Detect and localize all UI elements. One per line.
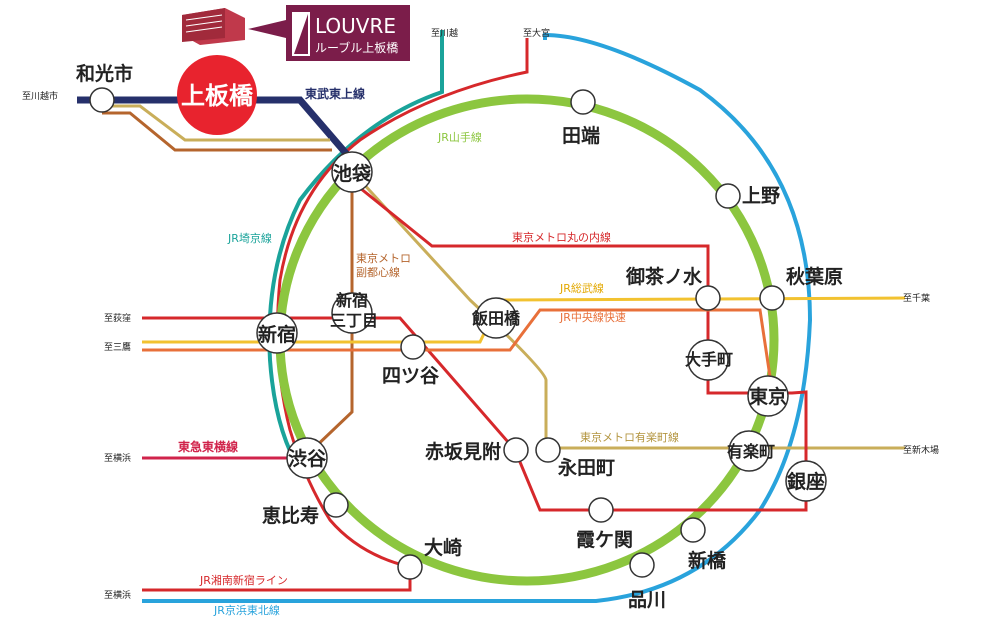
station-dot-shinagawa[interactable] xyxy=(629,552,655,578)
logo-subtitle: ルーブル上板橋 xyxy=(315,40,398,55)
station-dot-osaki[interactable] xyxy=(397,554,423,580)
label-tokyo: 東京 xyxy=(749,385,787,408)
kamiitabashi-highlight[interactable] xyxy=(177,55,257,135)
station-dot-shinjuku-sanchome[interactable] xyxy=(331,292,373,334)
yurakucho-line xyxy=(358,178,905,450)
yurakucho-upper xyxy=(102,104,330,142)
label-fukutoshin-1: 東京メトロ xyxy=(356,251,411,265)
label-osaki: 大崎 xyxy=(424,536,462,559)
saikyo-line xyxy=(267,30,444,472)
station-dot-yurakucho[interactable] xyxy=(728,430,770,472)
label-shibuya: 渋谷 xyxy=(288,447,327,470)
dest-ogikubo: 至荻窪 xyxy=(104,312,131,324)
label-marunouchi: 東京メトロ丸の内線 xyxy=(512,230,611,244)
label-saikyo: JR埼京線 xyxy=(227,231,272,245)
label-akasaka-mitsuke: 赤坂見附 xyxy=(425,440,501,463)
label-yamanote: JR山手線 xyxy=(437,130,482,144)
logo-title: LOUVRE xyxy=(315,14,396,38)
label-fukutoshin-2: 副都心線 xyxy=(356,265,400,279)
label-yotsuya: 四ツ谷 xyxy=(382,365,440,387)
dest-omiya: 至大宮 xyxy=(523,27,550,39)
label-shinjuku-sanchome-2: 三丁目 xyxy=(330,311,378,330)
label-wakoshi: 和光市 xyxy=(76,62,133,85)
fukutoshin-line xyxy=(308,175,354,454)
dest-mitaka: 至三鷹 xyxy=(104,341,131,353)
station-dot-ikebukuro[interactable] xyxy=(331,151,373,193)
logo-pointer xyxy=(248,20,286,38)
label-tabata: 田端 xyxy=(562,124,600,147)
station-dot-ginza[interactable] xyxy=(785,460,827,502)
station-dot-shimbashi[interactable] xyxy=(680,517,706,543)
label-nagatacho: 永田町 xyxy=(557,456,615,479)
label-iidabashi: 飯田橋 xyxy=(471,309,521,328)
logo-mark-inner xyxy=(294,14,308,54)
station-dot-wakoshi[interactable] xyxy=(89,87,115,113)
station-dot-tabata[interactable] xyxy=(570,89,596,115)
label-chuo-rapid: JR中央線快速 xyxy=(559,310,626,324)
station-dot-iidabashi[interactable] xyxy=(475,297,517,339)
station-dot-ochanomizu[interactable] xyxy=(695,285,721,311)
station-dot-otemachi[interactable] xyxy=(687,339,729,381)
label-shonan-shinjuku: JR湘南新宿ライン xyxy=(199,573,288,587)
marunouchi-line xyxy=(142,186,808,512)
label-yurakucho: 有楽町 xyxy=(727,442,775,461)
label-ochanomizu: 御茶ノ水 xyxy=(625,265,703,288)
label-tobu-tojo: 東武東上線 xyxy=(305,86,365,101)
kamiitabashi-label: 上板橋 xyxy=(181,82,254,110)
dest-chiba: 至千葉 xyxy=(903,292,930,304)
station-dot-shinjuku[interactable] xyxy=(256,312,298,354)
tobu-tojo-line xyxy=(77,96,353,161)
keihin-tohoku-line xyxy=(142,32,813,603)
fukutoshin-upper xyxy=(102,111,332,152)
label-shinjuku: 新宿 xyxy=(258,323,296,346)
dest-kawagoeshi: 至川越市 xyxy=(22,90,58,102)
label-ikebukuro: 池袋 xyxy=(333,162,372,185)
station-dot-shibuya[interactable] xyxy=(286,437,328,479)
station-dot-kasumigaseki[interactable] xyxy=(588,497,614,523)
station-dot-tokyo[interactable] xyxy=(747,375,789,417)
station-dot-ueno[interactable] xyxy=(715,183,741,209)
label-yurakucho-line: 東京メトロ有楽町線 xyxy=(580,430,679,444)
label-sobu: JR総武線 xyxy=(559,281,604,295)
label-ueno: 上野 xyxy=(742,185,780,207)
label-ginza: 銀座 xyxy=(787,470,825,493)
label-shinagawa: 品川 xyxy=(628,589,666,611)
chuo-rapid-line xyxy=(142,308,774,391)
dest-yokohama-2: 至横浜 xyxy=(104,589,131,601)
label-shinjuku-sanchome-1: 新宿 xyxy=(336,291,368,310)
label-otemachi: 大手町 xyxy=(685,350,733,369)
label-kasumigaseki: 霞ケ関 xyxy=(576,529,633,551)
station-dot-ebisu[interactable] xyxy=(323,492,349,518)
building-icon xyxy=(182,8,245,45)
station-dot-akasaka-mitsuke[interactable] xyxy=(503,437,529,463)
station-dot-yotsuya[interactable] xyxy=(400,334,426,360)
station-dot-nagatacho[interactable] xyxy=(535,437,561,463)
label-keihin-tohoku: JR京浜東北線 xyxy=(213,603,280,617)
dest-shinkiba: 至新木場 xyxy=(903,444,939,456)
dest-kawagoe: 至川越 xyxy=(431,27,458,39)
label-shimbashi: 新橋 xyxy=(688,549,727,572)
label-toyoko: 東急東横線 xyxy=(178,439,238,454)
label-akihabara: 秋葉原 xyxy=(786,265,843,288)
dest-yokohama-1: 至横浜 xyxy=(104,452,131,464)
station-dot-akihabara[interactable] xyxy=(759,285,785,311)
label-ebisu: 恵比寿 xyxy=(262,504,319,527)
